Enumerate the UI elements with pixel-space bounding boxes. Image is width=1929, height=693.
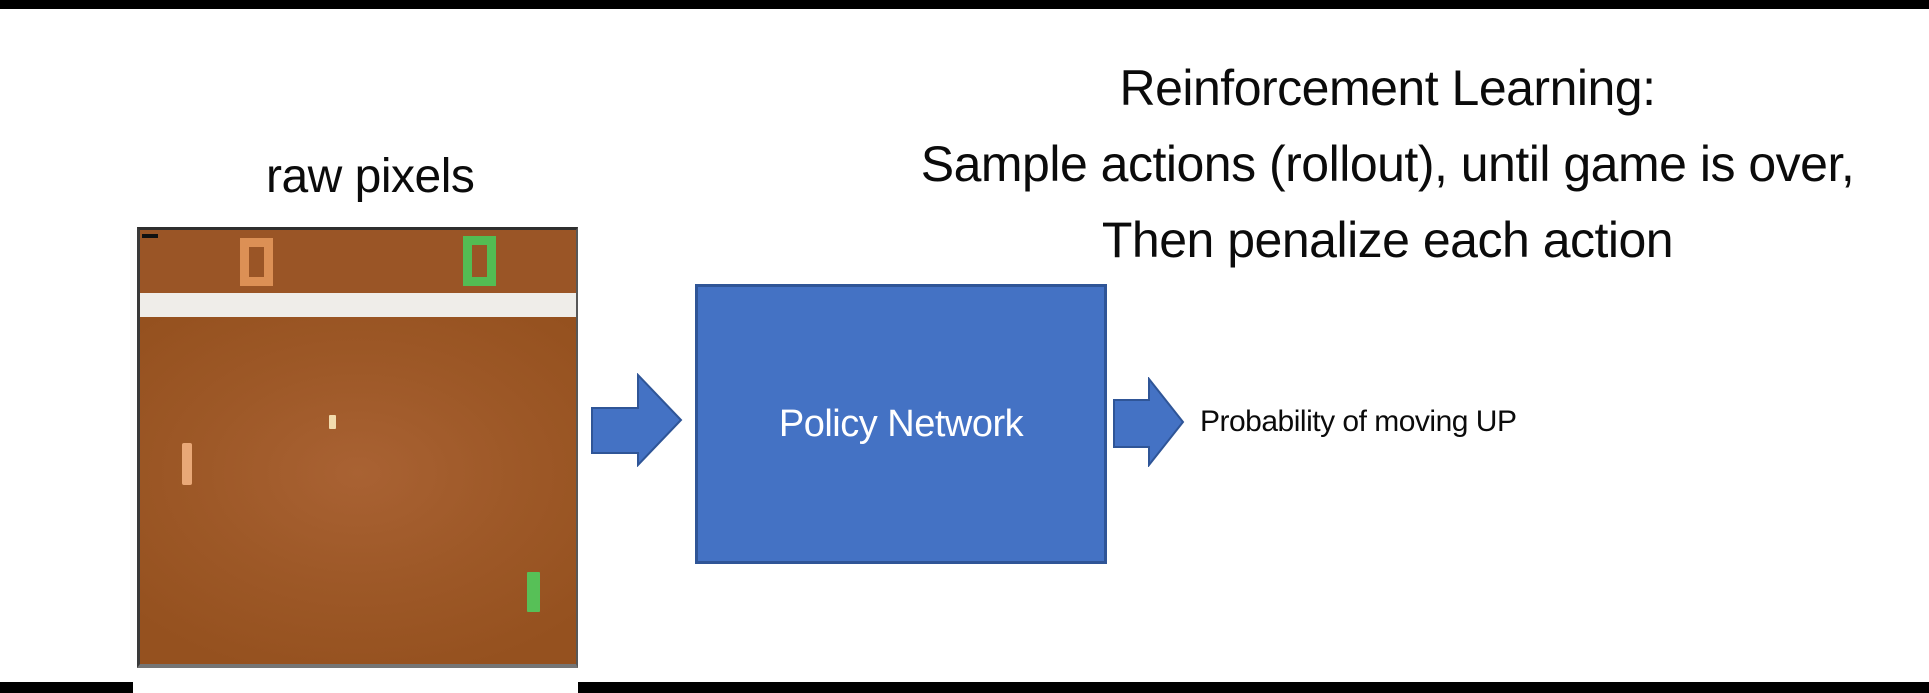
title-line-2: Sample actions (rollout), until game is …	[920, 136, 1855, 192]
output-arrow-icon	[1113, 377, 1185, 467]
left-paddle	[182, 443, 192, 485]
right-score-digit: 0	[463, 236, 496, 286]
divider-band	[140, 293, 576, 317]
playing-field	[140, 317, 576, 664]
title-line-1: Reinforcement Learning:	[1119, 60, 1656, 116]
raw-pixels-label: raw pixels	[266, 150, 475, 203]
slide-title: Reinforcement Learning: Sample actions (…	[845, 50, 1929, 278]
left-score-digit: 0	[240, 238, 273, 286]
screen-artifact-dash	[142, 234, 158, 238]
top-black-bar	[0, 0, 1929, 9]
title-line-3: Then penalize each action	[1101, 212, 1674, 268]
policy-network-label: Policy Network	[778, 402, 1024, 445]
policy-network-box: Policy Network	[695, 284, 1107, 564]
score-band: 0 0	[140, 230, 576, 293]
pong-game-screenshot: 0 0	[137, 227, 578, 668]
right-paddle	[527, 572, 540, 612]
bottom-black-bar-right	[578, 682, 1929, 693]
bottom-black-bar-left	[0, 682, 133, 693]
output-probability-label: Probability of moving UP	[1200, 405, 1517, 438]
input-arrow-icon	[591, 373, 683, 467]
ball	[329, 415, 336, 429]
